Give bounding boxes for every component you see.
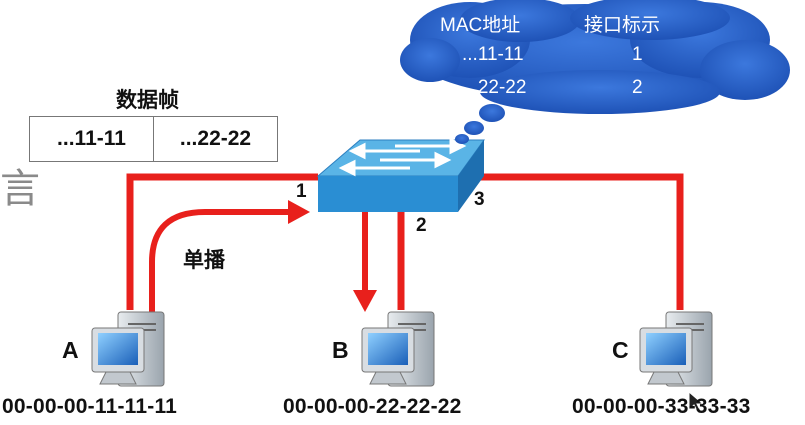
- mac-table-row-1-mac: ...11-11: [462, 44, 524, 65]
- mouse-cursor-icon: [688, 390, 705, 414]
- link-c-switch: [480, 173, 684, 310]
- data-frame: ...11-11 ...22-22: [29, 116, 278, 162]
- computer-a-icon: [91, 311, 165, 387]
- host-b-label: B: [332, 337, 349, 363]
- host-a-label: A: [62, 337, 79, 363]
- mac-column-header: MAC地址: [440, 15, 521, 36]
- mac-table-row-2-port: 2: [632, 77, 643, 98]
- host-c-mac: 00-00-00-33-33-33: [572, 395, 751, 418]
- computer-c-icon: [639, 311, 713, 387]
- frame-dst-cell: ...22-22: [153, 117, 277, 161]
- computer-b-icon: [361, 311, 435, 387]
- switch-icon: [316, 137, 485, 212]
- port-column-header: 接口标示: [584, 15, 661, 36]
- unicast-arrow: [149, 200, 310, 312]
- host-c-label: C: [612, 337, 629, 363]
- switch-port-1-label: 1: [296, 181, 307, 202]
- link-a-switch: [126, 173, 318, 310]
- mac-table-row-1-port: 1: [632, 44, 643, 65]
- frame-title: 数据帧: [116, 89, 179, 112]
- unicast-label: 单播: [183, 249, 225, 272]
- frame-src-cell: ...11-11: [57, 127, 126, 150]
- switch-port-3-label: 3: [474, 189, 485, 210]
- switch-port-2-label: 2: [416, 215, 427, 236]
- host-a-mac: 00-00-00-11-11-11: [2, 395, 178, 418]
- host-b-mac: 00-00-00-22-22-22: [283, 395, 462, 418]
- mac-table-row-2-mac: ...22-22: [462, 77, 527, 98]
- left-edge-text-fragment: 言: [0, 167, 40, 211]
- mac-table-cloud: [400, 0, 790, 144]
- links: [126, 173, 684, 310]
- forward-arrow-to-b: [353, 212, 377, 312]
